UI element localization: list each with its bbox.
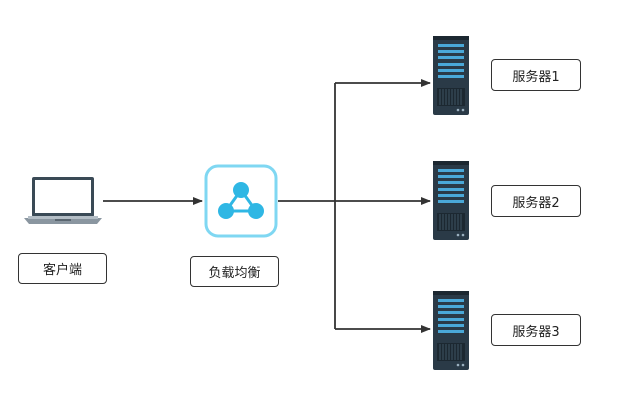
client-label: 客户端 — [18, 253, 107, 284]
server-icon — [433, 161, 469, 240]
server-2-label: 服务器2 — [491, 185, 581, 217]
server-1-label: 服务器1 — [491, 59, 581, 91]
server-icon — [433, 291, 469, 370]
laptop-icon — [24, 177, 102, 224]
server-3-label: 服务器3 — [491, 314, 581, 346]
load-balancer-label: 负载均衡 — [190, 256, 279, 287]
server-icon — [433, 36, 469, 115]
connectors — [103, 79, 431, 333]
load-balancer-icon — [204, 164, 278, 238]
